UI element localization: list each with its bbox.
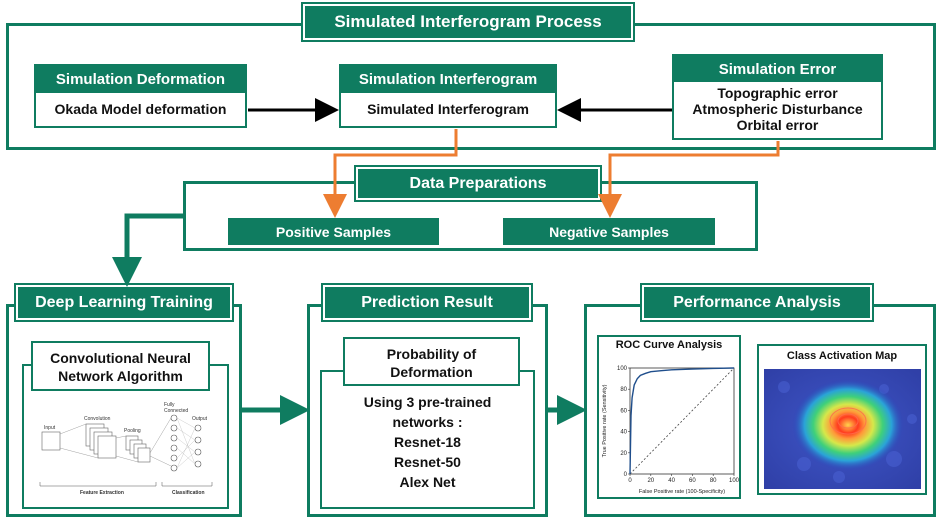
performance-title: Performance Analysis [640,283,874,322]
cnn-diagram: Input Convolution Pooling Fully Connecte… [39,402,213,496]
arrow-to-negative-samples [598,141,780,218]
network-resnet50: Resnet-50 [394,454,461,470]
cnn-label-output: Output [192,416,208,422]
probability-line-1: Probability of [386,346,477,362]
probability-box: Probability of Deformation [343,337,520,386]
roc-xtick-label: 40 [668,478,675,484]
network-alexnet: Alex Net [399,474,456,490]
roc-xtick-label: 0 [628,478,632,484]
interferogram-body: Simulated Interferogram [367,101,529,117]
error-line-topographic: Topographic error [717,85,838,101]
roc-xtick-label: 80 [710,478,717,484]
cnn-label-feature-extraction: Feature Extraction [80,490,124,496]
error-box: Simulation Error Topographic error Atmos… [672,54,883,140]
cnn-label-convolution: Convolution [84,416,111,422]
arrow-prep-to-training [112,213,183,287]
error-line-orbital: Orbital error [736,117,819,133]
roc-ytick-label: 60 [620,408,627,414]
roc-ylabel: True Positive rate (Sensitivity) [602,384,608,457]
roc-ytick-label: 100 [617,366,628,372]
interferogram-title: Simulation Interferogram [341,66,555,93]
deformation-box: Simulation Deformation Okada Model defor… [34,64,247,128]
error-line-atmospheric: Atmospheric Disturbance [692,101,863,117]
roc-xlabel: False Positive rate (100-Specificity) [639,489,725,495]
error-title: Simulation Error [674,56,881,82]
networks-line-2: networks : [392,414,463,430]
class-activation-map-image [764,369,921,489]
network-resnet18: Resnet-18 [394,434,461,450]
cnn-label-input: Input [44,425,56,431]
cnn-label-connected: Connected [164,408,188,414]
deformation-title: Simulation Deformation [36,66,245,93]
roc-title: ROC Curve Analysis [615,339,723,351]
cam-title: Class Activation Map [786,350,898,362]
negative-samples: Negative Samples [503,218,715,245]
deformation-body: Okada Model deformation [54,101,227,117]
cnn-label-fully: Fully [164,402,175,408]
algo-box: Convolutional Neural Network Algorithm [31,341,210,391]
top-section-title: Simulated Interferogram Process [301,2,635,42]
roc-ytick-label: 20 [620,451,627,457]
probability-line-2: Deformation [390,364,473,380]
roc-curve-line [629,367,735,475]
roc-chart: 0 20 40 60 80 100 0 20 40 60 80 100 False Positive … [602,366,740,495]
prep-section-title: Data Preparations [354,165,602,202]
roc-xtick-label: 60 [689,478,696,484]
positive-samples: Positive Samples [228,218,439,245]
training-title: Deep Learning Training [14,283,234,322]
cnn-label-pooling: Pooling [124,428,141,434]
roc-xtick-label: 100 [729,478,740,484]
roc-ytick-label: 80 [620,387,627,393]
algo-line-1: Convolutional Neural [50,350,191,366]
arrow-to-positive-samples [323,129,458,218]
networks-text: Using 3 pre-trained networks : Resnet-18… [322,392,533,492]
roc-ytick-label: 40 [620,430,627,436]
activation-hotspot [792,379,904,471]
cnn-label-classification: Classification [172,490,205,496]
prediction-inner-frame [320,370,535,509]
networks-line-1: Using 3 pre-trained [363,394,492,410]
roc-reference-line [629,367,735,475]
algo-line-2: Network Algorithm [58,368,183,384]
prediction-title: Prediction Result [321,283,533,322]
roc-ytick-label: 0 [624,472,628,478]
roc-xtick-label: 20 [647,478,654,484]
interferogram-box: Simulation Interferogram Simulated Inter… [339,64,557,128]
